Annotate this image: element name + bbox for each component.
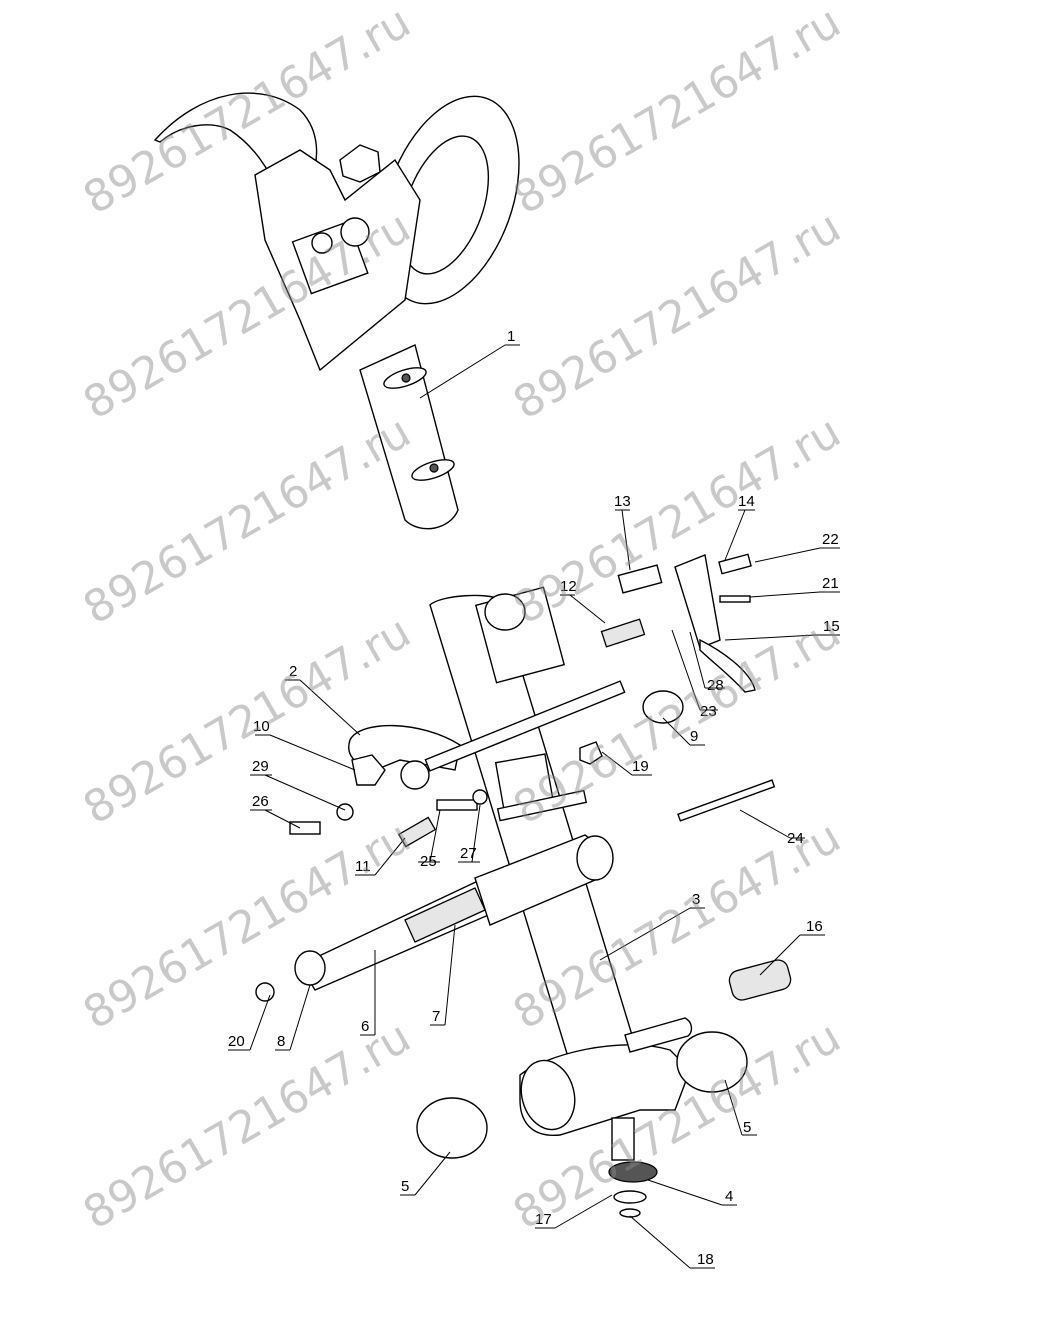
callout-5-left: 5 <box>401 1178 409 1195</box>
callout-7: 7 <box>432 1008 440 1025</box>
callout-12: 12 <box>560 578 577 595</box>
callout-25: 25 <box>420 853 437 870</box>
callout-15: 15 <box>823 618 840 635</box>
callout-18: 18 <box>697 1251 714 1268</box>
watermark-text: 89261721647.ru <box>75 1011 419 1239</box>
callout-labels: 1 2 3 4 5 5 6 7 8 9 10 11 12 13 14 15 16… <box>228 328 840 1268</box>
watermark-text: 89261721647.ru <box>505 0 849 225</box>
watermark-text: 89261721647.ru <box>505 406 849 634</box>
callout-14: 14 <box>738 493 755 510</box>
callout-17: 17 <box>535 1211 552 1228</box>
callout-19: 19 <box>632 758 649 775</box>
callout-21: 21 <box>822 575 839 592</box>
part-6-7-shock-spring <box>294 834 614 991</box>
callout-24: 24 <box>787 830 804 847</box>
callout-27: 27 <box>460 845 477 862</box>
callout-11: 11 <box>355 858 371 875</box>
callout-13: 13 <box>614 493 631 510</box>
callout-5-right: 5 <box>743 1119 751 1136</box>
part-2-lever-arm <box>348 680 626 790</box>
callout-26: 26 <box>252 793 269 810</box>
callout-29: 29 <box>252 758 269 775</box>
small-parts <box>255 553 792 1218</box>
callout-22: 22 <box>822 531 839 548</box>
part-1-cutter-head <box>153 92 520 530</box>
callout-28: 28 <box>707 677 724 694</box>
callout-9: 9 <box>690 728 698 745</box>
watermark-text: 89261721647.ru <box>75 606 419 834</box>
callout-2: 2 <box>289 663 297 680</box>
callout-1: 1 <box>507 328 515 345</box>
watermark-text: 89261721647.ru <box>505 201 849 429</box>
leader-lines <box>228 344 840 1269</box>
callout-16: 16 <box>806 918 823 935</box>
callout-8: 8 <box>277 1033 285 1050</box>
callout-4: 4 <box>725 1188 733 1205</box>
watermark-text: 89261721647.ru <box>75 406 419 634</box>
callout-10: 10 <box>253 718 270 735</box>
callout-6: 6 <box>361 1018 369 1035</box>
callout-23: 23 <box>700 703 717 720</box>
part-3-main-tube <box>429 586 693 1161</box>
callout-3: 3 <box>692 891 700 908</box>
watermark-text: 89261721647.ru <box>75 811 419 1039</box>
callout-20: 20 <box>228 1033 245 1050</box>
